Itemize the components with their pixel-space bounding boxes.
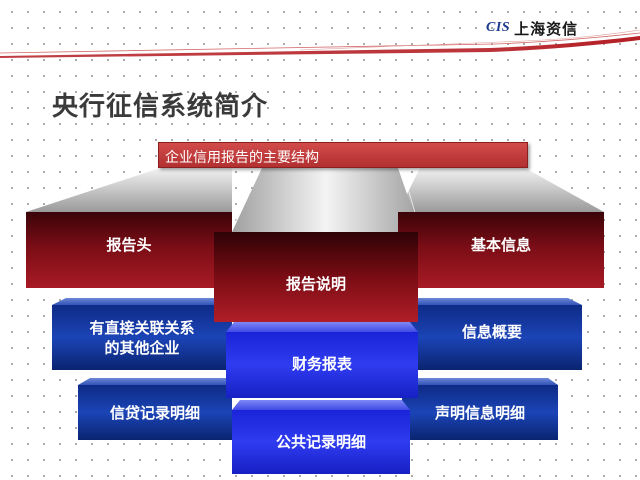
label-report-header: 报告头	[106, 236, 152, 254]
label-public-records: 公共记录明细	[275, 433, 366, 451]
box-financial-statements-top	[226, 322, 418, 332]
header-decoration	[0, 29, 640, 58]
box-report-header	[26, 212, 232, 288]
brand-logo: CIS 上海资信	[486, 17, 578, 39]
top-face-right	[398, 168, 604, 212]
box-info-summary-top	[402, 298, 582, 305]
box-credit-records-top	[78, 378, 232, 385]
box-statement-details	[402, 385, 558, 440]
label-basic-info: 基本信息	[470, 236, 531, 254]
label-info-summary: 信息概要	[461, 323, 522, 341]
box-related-companies-top	[52, 298, 232, 305]
box-public-records	[232, 410, 410, 474]
box-report-notes	[214, 232, 418, 322]
top-face-left	[26, 168, 232, 212]
cis-logo-mark: CIS	[486, 20, 511, 35]
label-related-companies: 有直接关联关系 的其他企业	[89, 319, 195, 357]
top-face-center	[232, 168, 420, 232]
box-info-summary	[402, 305, 582, 370]
banner-label: 企业信用报告的主要结构	[165, 150, 319, 166]
box-credit-records	[78, 385, 232, 440]
box-public-records-top	[232, 400, 410, 410]
header-line-thin-2	[299, 29, 640, 51]
box-statement-details-top	[402, 378, 558, 385]
header-line-thin	[0, 32, 640, 54]
structure-banner: 企业信用报告的主要结构	[158, 142, 528, 168]
label-statement-details: 声明信息明细	[434, 404, 525, 422]
label-financial-statements: 财务报表	[291, 355, 352, 373]
box-financial-statements	[226, 332, 418, 398]
label-report-notes: 报告说明	[285, 275, 346, 293]
brand-name: 上海资信	[514, 19, 579, 38]
slide-title: 央行征信系统简介	[52, 92, 269, 122]
header-line-main	[0, 36, 640, 58]
label-credit-records: 信贷记录明细	[109, 404, 200, 422]
box-related-companies	[52, 305, 232, 370]
box-basic-info	[398, 212, 604, 288]
